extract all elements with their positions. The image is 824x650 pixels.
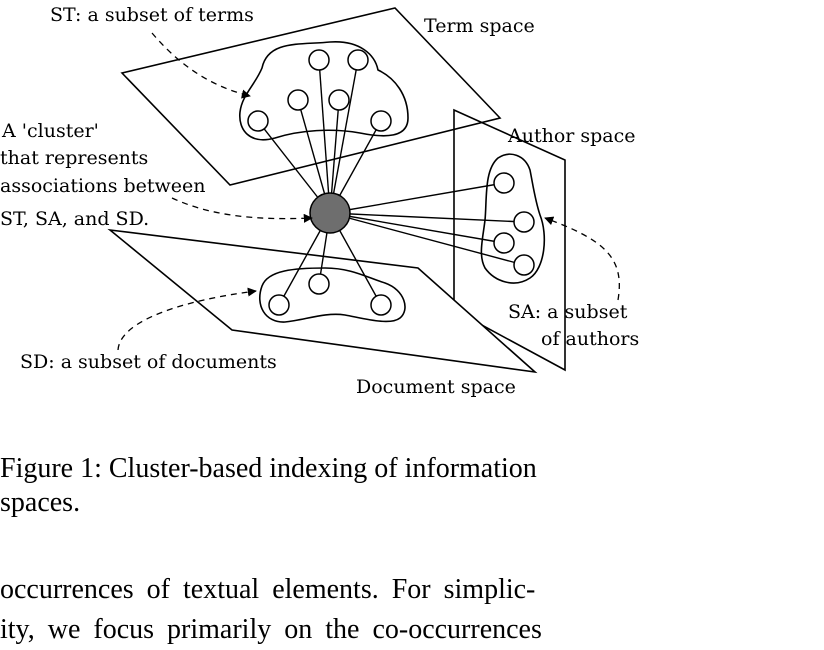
document-space-label: Document space — [356, 376, 516, 398]
caption-line2: spaces. — [0, 487, 81, 518]
sa-label-line1: SA: a subset — [508, 301, 628, 323]
st-arrow — [151, 32, 251, 99]
term-space-label: Term space — [424, 15, 535, 37]
term-node — [347, 49, 369, 71]
term-node — [287, 89, 309, 111]
term-node — [247, 110, 269, 132]
cluster-label-line2: that represents — [0, 147, 148, 169]
document-node — [268, 294, 290, 316]
body-line2: ity, we focus primarily on the co-occurr… — [0, 614, 542, 645]
author-nodes — [493, 172, 535, 276]
document-node — [370, 294, 392, 316]
cluster-label-line4: ST, SA, and SD. — [0, 208, 149, 230]
author-space-plane — [453, 108, 566, 372]
document-nodes — [268, 273, 392, 316]
body-paragraph: occurrences of textual elements. For sim… — [0, 570, 640, 650]
author-node — [493, 172, 515, 194]
figure-caption: Figure 1: Cluster-based indexing of info… — [0, 452, 640, 520]
author-space-label: Author space — [507, 125, 636, 147]
caption-line1: Figure 1: Cluster-based indexing of info… — [0, 453, 537, 484]
sd-label: SD: a subset of documents — [20, 351, 277, 373]
term-node — [308, 49, 330, 71]
cluster-label-line3: associations between — [0, 175, 206, 197]
term-node — [328, 89, 350, 111]
author-node — [493, 232, 515, 254]
body-line1: occurrences of textual elements. For sim… — [0, 574, 536, 605]
sa-arrow — [544, 216, 620, 301]
term-node — [370, 110, 392, 132]
author-node — [513, 211, 535, 233]
cluster-label-line1: A 'cluster' — [1, 120, 99, 142]
term-space-plane — [120, 7, 502, 186]
cluster-arrow — [171, 197, 313, 223]
cluster-hub-node — [309, 192, 351, 234]
term-nodes — [247, 49, 392, 132]
sa-label-line2: of authors — [541, 328, 639, 350]
author-node — [513, 254, 535, 276]
sd-arrow — [117, 287, 257, 351]
document-node — [308, 273, 330, 295]
cluster-indexing-diagram: ST: a subset of terms Term space A 'clus… — [0, 4, 639, 398]
author-subset-region — [480, 153, 546, 284]
st-label: ST: a subset of terms — [50, 4, 254, 26]
